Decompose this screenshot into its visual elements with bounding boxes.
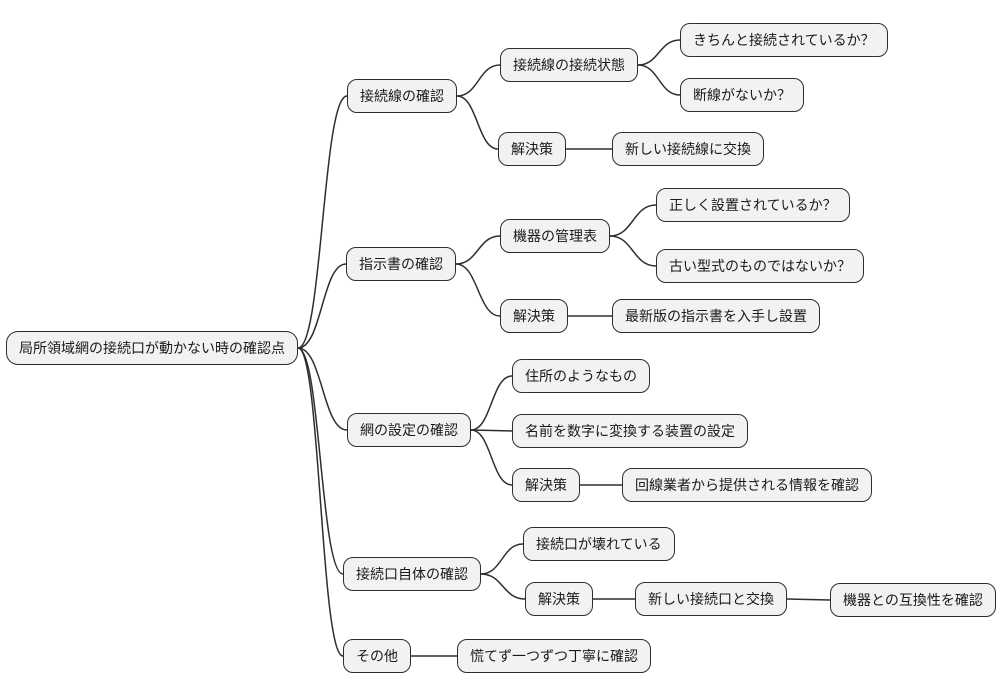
- node-cable-solution: 解決策: [498, 132, 566, 166]
- node-check-calmly-one-by-one: 慌てず一つずつ丁寧に確認: [457, 639, 651, 673]
- node-q-installed-correctly: 正しく設置されているか？: [656, 188, 850, 222]
- node-address-like-thing: 住所のようなもの: [512, 359, 650, 393]
- node-replace-with-new-port: 新しい接続口と交換: [635, 582, 787, 616]
- node-check-provider-info: 回線業者から提供される情報を確認: [622, 468, 872, 502]
- node-port-itself-check: 接続口自体の確認: [343, 557, 481, 591]
- node-replace-with-new-cable: 新しい接続線に交換: [612, 132, 764, 166]
- root-node-lan-port-checkpoints: 局所領域網の接続口が動かない時の確認点: [6, 331, 298, 365]
- node-get-latest-manual: 最新版の指示書を入手し設置: [612, 299, 820, 333]
- node-port-broken: 接続口が壊れている: [523, 527, 675, 561]
- node-q-no-wire-break: 断線がないか？: [680, 78, 804, 112]
- node-q-connected-properly: きちんと接続されているか？: [680, 23, 888, 57]
- node-manual-check: 指示書の確認: [346, 247, 456, 281]
- node-device-management-table: 機器の管理表: [500, 219, 610, 253]
- node-q-old-model: 古い型式のものではないか？: [656, 249, 864, 283]
- node-cable-check: 接続線の確認: [347, 79, 457, 113]
- node-cable-connection-status: 接続線の接続状態: [500, 48, 638, 82]
- node-port-solution: 解決策: [525, 582, 593, 616]
- node-name-to-number-device: 名前を数字に変換する装置の設定: [512, 414, 748, 448]
- node-network-settings-check: 網の設定の確認: [347, 413, 471, 447]
- node-check-device-compatibility: 機器との互換性を確認: [830, 583, 996, 617]
- node-network-solution: 解決策: [512, 468, 580, 502]
- node-manual-solution: 解決策: [500, 299, 568, 333]
- node-others: その他: [343, 639, 411, 673]
